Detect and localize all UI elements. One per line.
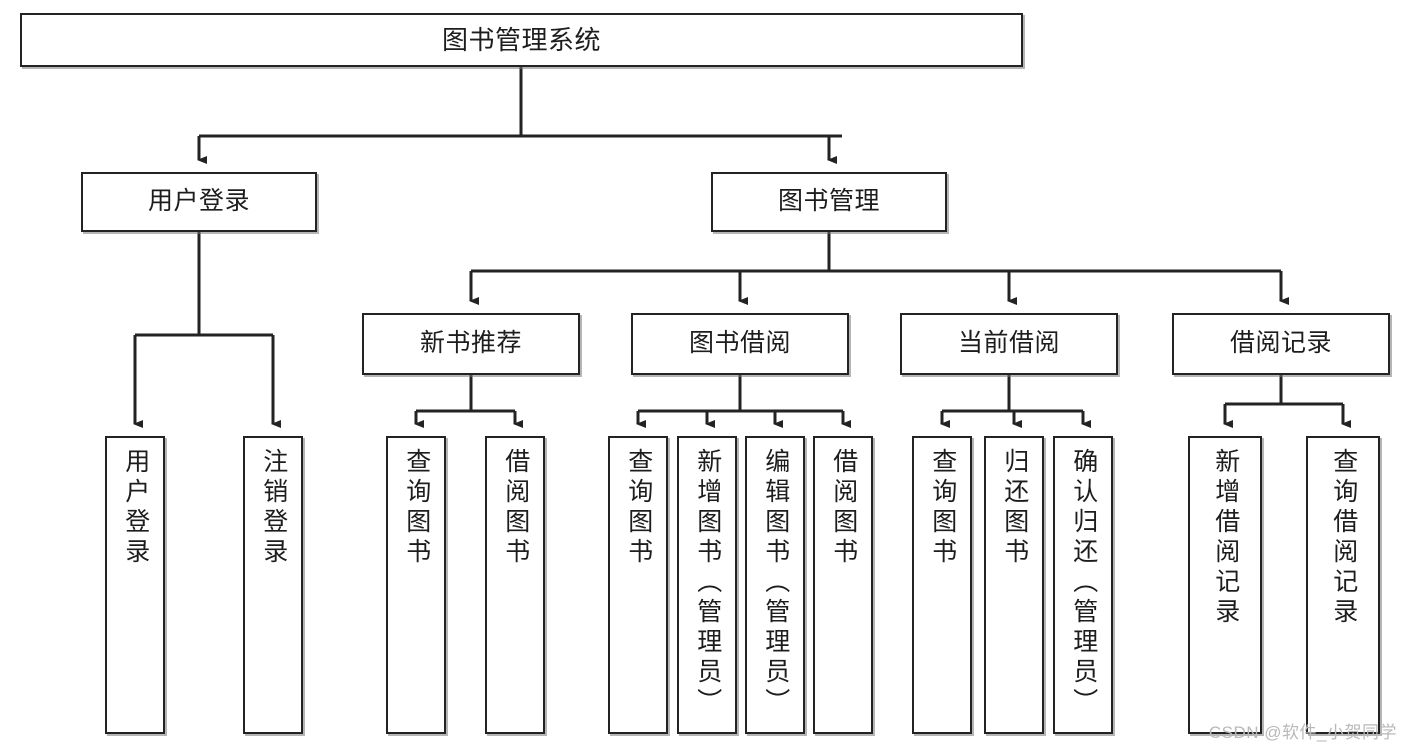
leaf-add-borrow-record[interactable]: 新增借阅记录 — [1188, 436, 1262, 734]
leaf-query-book-current[interactable]: 查询图书 — [912, 436, 972, 734]
node-book-borrow-label: 图书借阅 — [688, 329, 791, 358]
leaf-label: 归还图书 — [1000, 448, 1029, 568]
leaf-label: 注销登录 — [259, 448, 288, 568]
node-borrow-record[interactable]: 借阅记录 — [1172, 313, 1390, 375]
leaf-add-book-admin[interactable]: 新增图书（管理员） — [677, 436, 737, 734]
leaf-confirm-return-admin[interactable]: 确认归还（管理员） — [1053, 436, 1113, 734]
node-book-management[interactable]: 图书管理 — [711, 172, 947, 232]
node-borrow-record-label: 借阅记录 — [1229, 329, 1332, 358]
leaf-query-book-borrow[interactable]: 查询图书 — [608, 436, 668, 734]
node-new-book-recommend[interactable]: 新书推荐 — [362, 313, 580, 375]
leaf-label: 编辑图书（管理员） — [761, 448, 790, 718]
leaf-label: 查询图书 — [624, 448, 653, 568]
leaf-label: 新增借阅记录 — [1211, 448, 1240, 628]
node-root[interactable]: 图书管理系统 — [20, 13, 1023, 67]
leaf-label: 新增图书（管理员） — [693, 448, 722, 718]
leaf-edit-book-admin[interactable]: 编辑图书（管理员） — [745, 436, 805, 734]
node-current-borrow-label: 当前借阅 — [957, 329, 1060, 358]
leaf-return-book[interactable]: 归还图书 — [984, 436, 1044, 734]
leaf-user-login[interactable]: 用户登录 — [105, 436, 165, 734]
leaf-label: 用户登录 — [121, 448, 150, 568]
watermark: CSDN @软件_小贺同学 — [1208, 723, 1397, 742]
node-root-label: 图书管理系统 — [441, 24, 601, 55]
leaf-label: 查询图书 — [928, 448, 957, 568]
leaf-label: 借阅图书 — [501, 448, 530, 568]
leaf-label: 借阅图书 — [829, 448, 858, 568]
leaf-query-book-recommend[interactable]: 查询图书 — [386, 436, 446, 734]
leaf-label: 确认归还（管理员） — [1069, 448, 1098, 718]
node-user-login[interactable]: 用户登录 — [81, 172, 317, 232]
node-book-management-label: 图书管理 — [777, 187, 880, 216]
leaf-borrow-book-recommend[interactable]: 借阅图书 — [485, 436, 545, 734]
node-book-borrow[interactable]: 图书借阅 — [631, 313, 849, 375]
leaf-borrow-book[interactable]: 借阅图书 — [813, 436, 873, 734]
leaf-logout[interactable]: 注销登录 — [243, 436, 303, 734]
node-user-login-label: 用户登录 — [147, 187, 250, 216]
leaf-query-borrow-record[interactable]: 查询借阅记录 — [1306, 436, 1380, 734]
node-current-borrow[interactable]: 当前借阅 — [900, 313, 1118, 375]
leaf-label: 查询图书 — [402, 448, 431, 568]
leaf-label: 查询借阅记录 — [1329, 448, 1358, 628]
node-new-book-recommend-label: 新书推荐 — [419, 329, 522, 358]
